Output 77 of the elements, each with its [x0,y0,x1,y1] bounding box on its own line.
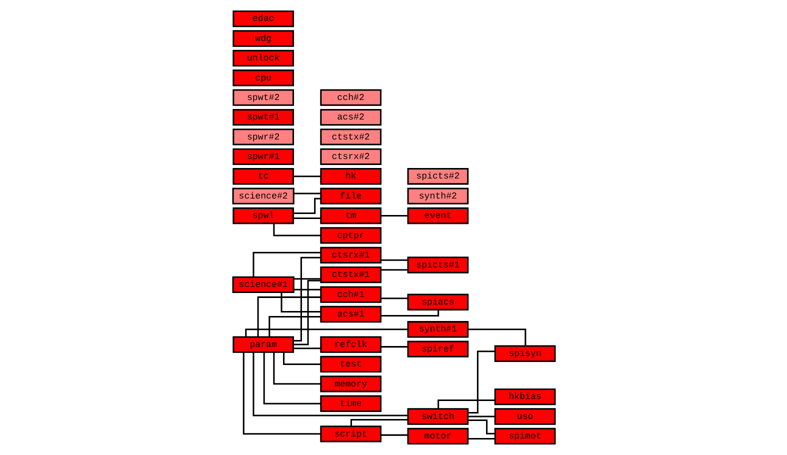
connector [380,259,408,261]
connector [380,269,408,271]
node-box: spicts#1 [406,256,468,274]
node-box: spicts#2 [406,168,468,185]
connector [380,310,439,316]
connector [350,419,408,426]
connector [244,328,408,337]
connector [437,399,494,409]
connector [282,352,320,365]
connector [292,176,320,178]
node-box: uso [494,408,556,425]
node-box: motor [406,428,468,445]
connector [468,328,526,346]
node-box: spwt#2 [232,89,294,106]
node-box: edac [232,10,294,28]
connector [292,198,320,214]
node-box: cptpr [320,227,381,244]
node-box: ctstx#1 [320,266,381,284]
node-box: time [320,395,381,412]
node-box: cch#2 [320,89,381,106]
node-box: acs#1 [320,306,381,323]
connector [252,252,320,277]
connector [293,192,320,194]
connector [467,416,495,418]
connector [380,298,408,300]
node-box: ctstx#2 [320,128,381,146]
node-box: cch#1 [320,286,381,303]
connector [293,256,320,342]
connector [468,420,494,434]
node-box: script [320,426,381,442]
node-box: tc [232,168,294,185]
connector [293,288,320,290]
connector [272,352,320,385]
connector [272,224,320,236]
node-box: spisyn [494,345,556,362]
node-box: param [232,336,294,353]
connector [380,215,408,217]
node-box: acs#2 [320,108,381,126]
node-box: hkbias [494,388,556,406]
node-box: synth#2 [406,188,468,204]
node-box: spiref [406,340,468,358]
connector [380,434,408,436]
node-box: memory [320,376,381,392]
node-box: science#2 [232,188,294,204]
connector [467,350,495,414]
connector [380,346,408,348]
connector [292,280,320,346]
node-box: ctsrx#2 [320,148,381,165]
node-box: test [320,356,381,373]
connector [268,316,320,337]
node-box: synth#1 [406,321,468,338]
node-box: wdg [232,30,294,47]
connector [256,296,320,337]
node-box: science#1 [232,276,294,294]
connector [262,352,320,404]
node-box: unlock [232,50,294,67]
node-box: spwr#2 [232,128,294,146]
node-box: spwl [232,207,294,224]
connector [293,278,320,280]
node-box: spiacs [406,294,468,310]
node-box: refclk [320,336,381,353]
node-box: spwr#1 [232,148,294,165]
node-box: spimot [494,428,556,445]
node-box: ctsrx#1 [320,246,381,264]
connector [292,218,320,220]
node-box: file [320,188,381,204]
connector [280,292,320,312]
node-box: switch [406,408,468,425]
node-box: hk [320,168,381,185]
node-box: cpu [232,70,294,86]
connector [242,352,320,435]
connector [467,438,495,440]
node-box: tm [320,207,381,224]
node-box: event [406,207,468,224]
connector [292,348,320,350]
connector [252,352,408,416]
node-box: spwt#1 [232,108,294,126]
